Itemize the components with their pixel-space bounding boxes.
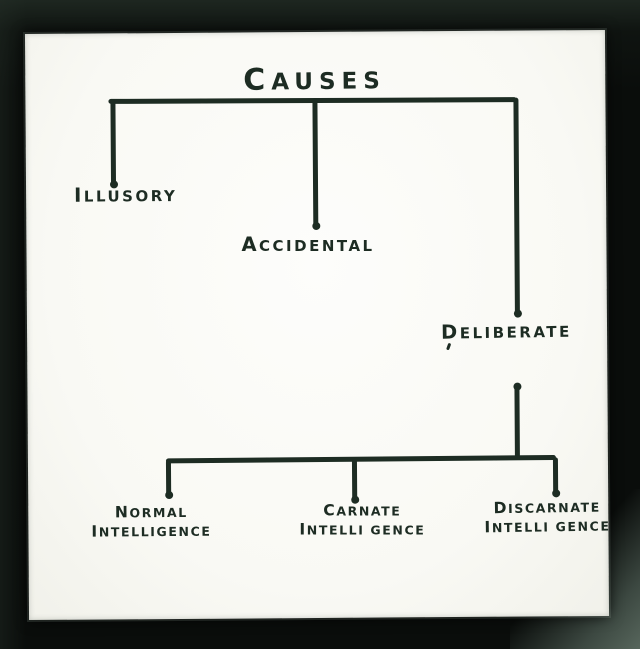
connector-deliberate-drop: [513, 97, 520, 316]
connector-deliberate-horizontal: [165, 454, 556, 464]
node-carnate-intelligence-label: CARNATE INTELLI GENCE: [287, 502, 437, 540]
node-illusory-label: ILLUSORY: [74, 183, 178, 207]
node-normal-line1: NORMAL: [114, 503, 188, 522]
stray-ink-mark: [446, 342, 452, 351]
ink-blob: [165, 491, 174, 500]
connector-accidental-drop: [312, 98, 319, 229]
node-deliberate-label: DELIBERATE: [440, 320, 572, 344]
connector-illusory-drop: [110, 100, 117, 187]
node-causes-label: CAUSES: [243, 62, 387, 98]
node-normal-line2: INTELLIGENCE: [91, 522, 212, 541]
node-accidental-label: ACCIDENTAL: [241, 233, 375, 257]
ink-blob: [552, 489, 561, 498]
node-carnate-line1: CARNATE: [323, 501, 402, 520]
ink-blob: [513, 382, 522, 391]
node-discarnate-line2: INTELLI GENCE: [484, 518, 611, 537]
ink-blob: [513, 309, 522, 318]
lantern-slide: CAUSES ILLUSORY ACCIDENTAL DELIBERATE NO…: [24, 29, 611, 621]
ink-blob: [312, 221, 321, 231]
connector-deliberate-stem: [514, 384, 520, 458]
frame-left-highlight: [0, 0, 26, 649]
node-discarnate-intelligence-label: DISCARNATE INTELLI GENCE: [472, 497, 623, 537]
node-normal-intelligence-label: NORMAL INTELLIGENCE: [76, 503, 226, 542]
node-discarnate-line1: DISCARNATE: [493, 499, 601, 518]
node-carnate-line2: INTELLI GENCE: [299, 520, 426, 539]
